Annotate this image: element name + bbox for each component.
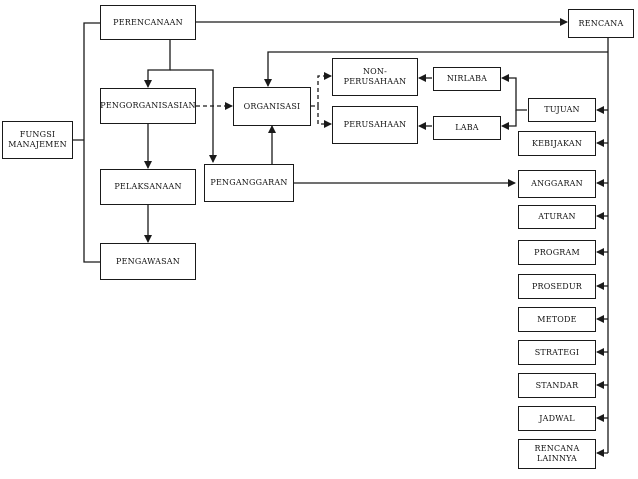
arrow-rencana-organisasi (264, 51, 608, 87)
box-program: PROGRAM (518, 240, 596, 265)
box-aturan: ATURAN (518, 205, 596, 229)
box-perusahaan: PERUSAHAAN (332, 106, 418, 144)
box-fungsi-manajemen: FUNGSI MANAJEMEN (2, 121, 73, 159)
box-organisasi: ORGANISASI (233, 87, 311, 126)
box-pengorganisasian: PENGORGANISASIAN (100, 88, 196, 124)
arrow-org-nonperusahaan (311, 72, 332, 107)
box-metode: METODE (518, 307, 596, 332)
arrow-tujuan-nirlaba (501, 74, 527, 111)
box-prosedur: PROSEDUR (518, 274, 596, 299)
box-pengawasan: PENGAWASAN (100, 243, 196, 280)
arrow-perencanaan-penganggaran (170, 69, 217, 163)
box-jadwal: JADWAL (518, 406, 596, 431)
box-kebijakan: KEBIJAKAN (518, 131, 596, 156)
box-nirlaba: NIRLABA (433, 67, 501, 91)
box-standar: STANDAR (518, 373, 596, 398)
box-strategi: STRATEGI (518, 340, 596, 365)
arrow-org-perusahaan (317, 106, 332, 128)
arrow-tujuan-laba (501, 110, 517, 130)
box-penganggaran: PENGANGGARAN (204, 164, 294, 202)
box-rencana-lainnya: RENCANA LAINNYA (518, 439, 596, 469)
box-perencanaan: PERENCANAAN (100, 5, 196, 40)
arrow-perencanaan-pengorganisasian (144, 40, 171, 88)
bracket-fungsi (73, 22, 100, 263)
box-rencana: RENCANA (568, 9, 634, 38)
box-tujuan: TUJUAN (528, 98, 596, 122)
box-laba: LABA (433, 116, 501, 140)
box-non-perusahaan: NON- PERUSAHAAN (332, 58, 418, 96)
box-pelaksanaan: PELAKSANAAN (100, 169, 196, 205)
box-anggaran: ANGGARAN (518, 170, 596, 198)
